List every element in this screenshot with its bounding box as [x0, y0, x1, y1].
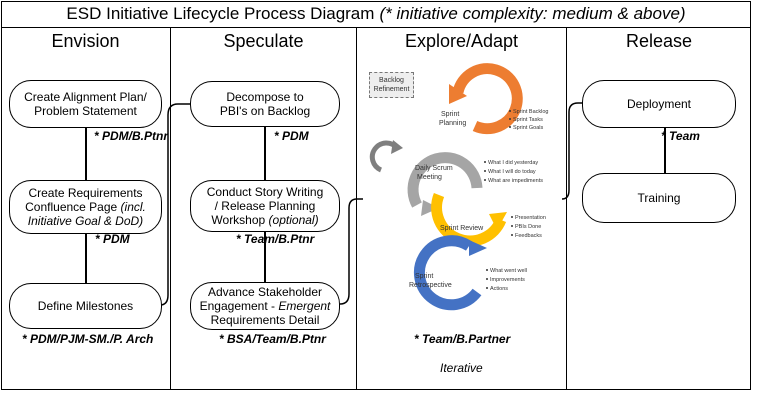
backlog-label: Backlog	[379, 77, 404, 84]
node-text-italic: Initiative Goal & DoD)	[27, 214, 144, 228]
node-text-plain: Workshop	[211, 213, 269, 227]
node-text: Problem Statement	[34, 104, 137, 118]
release-connector-1	[664, 126, 666, 174]
scrum-cycle-graphic: Sprint Planning Daily Scrum Meeting Spri…	[369, 63, 548, 311]
title-main: ESD Initiative Lifecycle Process Diagram	[66, 4, 375, 23]
column-header-release: Release	[625, 30, 693, 51]
node-stakeholder-engagement: Advance Stakeholder Engagement - Emergen…	[190, 282, 340, 330]
node-text: Workshop (optional)	[211, 213, 318, 227]
iterative-label: Iterative	[440, 361, 483, 375]
sprint-planning-arc	[449, 63, 523, 135]
connector-envision-to-speculate	[159, 103, 191, 306]
envision-connector-2	[85, 233, 87, 283]
node-text: Confluence Page (incl.	[25, 200, 146, 214]
sprint-planning-label: Sprint	[441, 111, 459, 118]
node-deployment: Deployment	[582, 80, 736, 128]
node-training: Training	[582, 173, 736, 223]
title-note: (* initiative complexity: medium & above…	[379, 4, 686, 23]
node-text-plain: Engagement -	[199, 299, 279, 313]
role-stakeholder: * BSA/Team/B.Ptnr	[219, 332, 326, 346]
sprint-retro-label: Retrospective	[409, 282, 452, 289]
bullet-markers	[484, 110, 513, 289]
node-text: Define Milestones	[37, 299, 134, 313]
column-header-speculate: Speculate	[223, 30, 304, 51]
role-story-writing: * Team/B.Ptnr	[236, 232, 315, 246]
node-text: Conduct Story Writing	[206, 185, 324, 199]
review-bullet: PBIs Done	[515, 224, 541, 230]
planning-bullet: Sprint Goals	[513, 125, 544, 131]
review-bullet: Presentation	[515, 215, 546, 221]
node-story-writing: Conduct Story Writing / Release Planning…	[190, 180, 340, 232]
sprint-planning-label: Planning	[439, 120, 466, 127]
sprint-review-arc	[431, 192, 507, 247]
speculate-connector-2	[264, 231, 266, 283]
review-bullet: Feedbacks	[515, 233, 542, 239]
retro-bullet: What went well	[490, 268, 527, 274]
daily-bullet: What I will do today	[488, 169, 536, 175]
backlog-label: Refinement	[373, 86, 410, 93]
daily-scrum-label: Meeting	[417, 174, 442, 181]
daily-bullet: What I did yesterday	[488, 160, 538, 166]
connector-explore-to-release	[561, 102, 582, 200]
node-text-italic: Emergent	[278, 299, 331, 313]
node-text: Advance Stakeholder	[207, 285, 323, 299]
daily-scrum-label: Daily Scrum	[415, 165, 453, 172]
node-text: Create Alignment Plan/	[24, 90, 147, 104]
sprint-review-label: Sprint Review	[440, 225, 484, 232]
node-text: Training	[637, 191, 681, 205]
backlog-refinement-box: Backlog Refinement	[369, 72, 414, 98]
node-define-milestones: Define Milestones	[9, 283, 162, 329]
role-alignment-plan: * PDM/B.Ptnr	[94, 129, 169, 143]
diagram-title: ESD Initiative Lifecycle Process Diagram…	[1, 1, 751, 28]
speculate-connector-1	[264, 127, 266, 181]
envision-connector-1	[85, 127, 87, 181]
column-header-explore: Explore/Adapt	[404, 30, 519, 51]
node-text: Create Requirements	[28, 186, 143, 200]
node-text: Engagement - Emergent	[200, 299, 331, 313]
retro-bullet: Actions	[490, 286, 508, 292]
retro-bullet: Improvements	[490, 277, 525, 283]
daily-bullet: What are impediments	[488, 178, 543, 184]
planning-bullet: Sprint Tasks	[513, 117, 543, 123]
role-decompose: * PDM	[274, 129, 309, 143]
node-create-alignment-plan: Create Alignment Plan/ Problem Statement	[9, 80, 162, 128]
node-text: Requirements Detail	[210, 313, 320, 327]
sprint-retro-label: Sprint	[415, 273, 433, 280]
node-text: Decompose to	[226, 90, 304, 104]
role-milestones: * PDM/PJM-SM./P. Arch	[22, 332, 154, 346]
column-header-envision: Envision	[51, 30, 120, 51]
sprint-retro-arc	[413, 235, 487, 311]
node-text: / Release Planning	[214, 199, 316, 213]
column-divider-3	[566, 27, 567, 390]
connector-speculate-to-explore	[339, 198, 363, 305]
diagram-frame	[1, 1, 751, 390]
role-requirements: * PDM	[95, 232, 130, 246]
node-text-plain: Confluence Page	[25, 200, 121, 214]
role-explore: * Team/B.Partner	[414, 332, 511, 346]
node-create-requirements: Create Requirements Confluence Page (inc…	[9, 180, 162, 234]
daily-scrum-arc	[407, 152, 483, 216]
column-divider-2	[356, 27, 357, 390]
refresh-cycle-icon	[369, 140, 403, 173]
node-text-italic: (optional)	[268, 213, 319, 227]
node-text-italic: (incl.	[120, 200, 146, 214]
node-text: PBI's on Backlog	[219, 104, 311, 118]
node-text: Deployment	[626, 97, 692, 111]
node-decompose-pbis: Decompose to PBI's on Backlog	[190, 81, 340, 127]
planning-bullet: Sprint Backlog	[513, 109, 548, 115]
role-deployment: * Team	[661, 129, 700, 143]
column-divider-1	[170, 27, 171, 390]
